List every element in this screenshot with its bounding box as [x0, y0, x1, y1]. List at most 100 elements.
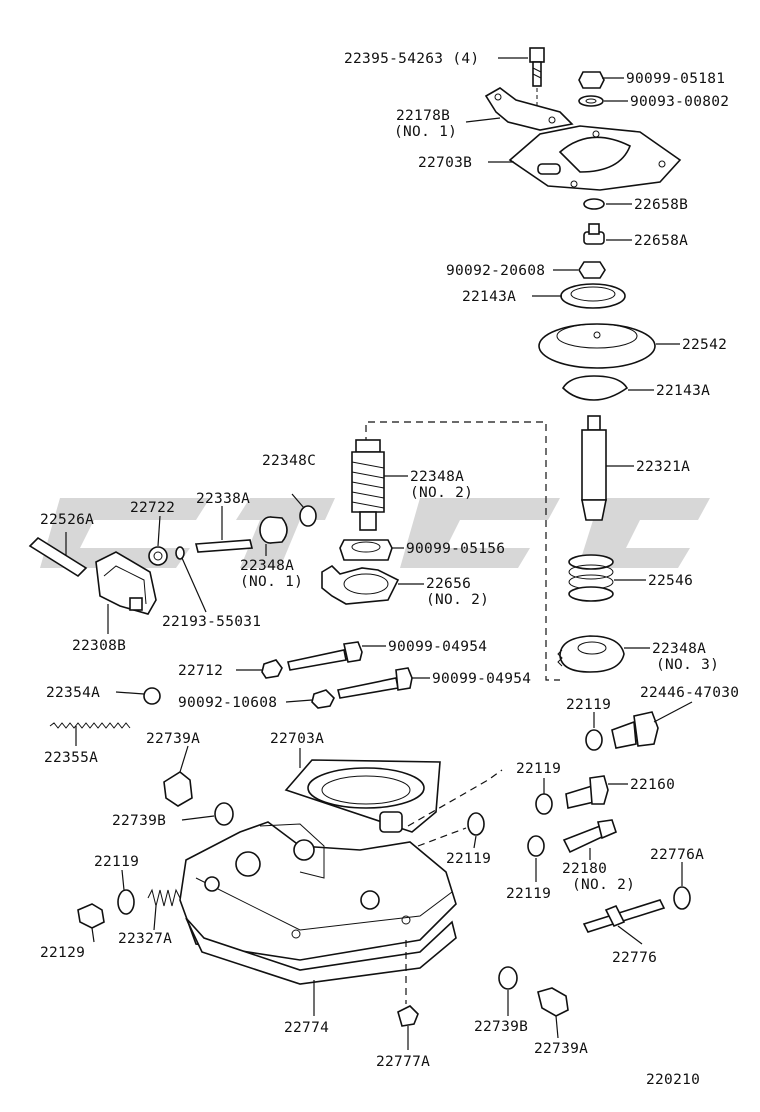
part-label: 90099-05181: [626, 71, 725, 87]
part-label: 22119: [506, 886, 551, 902]
part-label: 22776: [612, 950, 657, 966]
bushing-22348a-no1: [259, 516, 288, 544]
plug-22129: [77, 903, 105, 929]
part-label: 22777A: [376, 1054, 430, 1070]
gasket-22774: [185, 917, 457, 985]
part-label: (NO. 2): [426, 592, 489, 608]
spring-22327a: [147, 888, 181, 907]
part-label: 22542: [682, 337, 727, 353]
ring-22193: [175, 546, 185, 560]
washer-22119-e: [117, 889, 135, 915]
bolt-90099-04954-lower: [337, 667, 413, 699]
part-label: 22703B: [418, 155, 472, 171]
washer-22119-b: [535, 793, 553, 815]
washer-22348c: [299, 505, 317, 527]
part-drawings: [28, 47, 691, 1027]
gear-22348a-no3: [557, 635, 625, 673]
fitting-22446-47030: [611, 711, 659, 749]
rod-22526a: [28, 536, 88, 578]
clamp-22656: [321, 564, 400, 605]
part-label: 22658B: [634, 197, 688, 213]
part-label: 22712: [178, 663, 223, 679]
part-label: 22348A: [410, 469, 464, 485]
retainer-22143a-upper: [560, 283, 626, 309]
part-labels: 22395-54263 (4) 90099-05181 90093-00802 …: [40, 51, 739, 1088]
part-label: 22119: [446, 851, 491, 867]
screw-22776: [582, 899, 666, 933]
part-label: (NO. 3): [656, 657, 719, 673]
part-label: 22119: [566, 697, 611, 713]
part-label: 22395-54263 (4): [344, 51, 479, 67]
part-label: 22546: [648, 573, 693, 589]
part-label: 22143A: [656, 383, 710, 399]
part-label: 22703A: [270, 731, 324, 747]
cover-22703b: [508, 125, 682, 191]
leader-lines: [65, 57, 693, 1050]
bolt-90099-04954-upper: [287, 641, 363, 671]
nut-90092-10608: [311, 689, 335, 709]
spring-22355a: [49, 722, 131, 729]
part-label: 22658A: [634, 233, 688, 249]
part-label: 90099-04954: [432, 671, 531, 687]
part-label: 22348A: [652, 641, 706, 657]
part-label: 22739A: [146, 731, 200, 747]
plug-22739a-left: [163, 771, 193, 807]
part-label: 22129: [40, 945, 85, 961]
cap-22354a: [143, 687, 161, 705]
part-label: 22143A: [462, 289, 516, 305]
part-label: 22355A: [44, 750, 98, 766]
part-label: 22178B: [396, 108, 450, 124]
washer-22119-a: [585, 729, 603, 751]
nut-90099-05156: [339, 539, 393, 561]
part-label: 22160: [630, 777, 675, 793]
fitting-22160: [565, 775, 609, 809]
pin-22338a: [194, 539, 254, 553]
spring-22722: [148, 546, 168, 566]
part-label: 22327A: [118, 931, 172, 947]
washer-22739b-left: [214, 802, 234, 826]
part-label: 22739B: [474, 1019, 528, 1035]
part-label: 22526A: [40, 512, 94, 528]
washer-22776a: [673, 886, 691, 910]
part-label: (NO. 2): [410, 485, 473, 501]
diaphragm-22542: [538, 323, 656, 369]
part-label: 22722: [130, 500, 175, 516]
part-label: 90092-20608: [446, 263, 545, 279]
part-label: 22180: [562, 861, 607, 877]
jet-22180: [562, 819, 617, 854]
part-label: 22446-47030: [640, 685, 739, 701]
part-label: 90099-04954: [388, 639, 487, 655]
part-label: (NO. 2): [572, 877, 635, 893]
worm-22348a-no2: [351, 439, 385, 531]
bracket-22178b: [484, 87, 574, 131]
o-ring-22658b: [583, 198, 605, 210]
part-label: 22348A: [240, 558, 294, 574]
part-label: 90093-00802: [630, 94, 729, 110]
part-label: 22193-55031: [162, 614, 261, 630]
part-label: 22348C: [262, 453, 316, 469]
washer-22119-c: [467, 812, 485, 836]
nut-22712: [261, 659, 283, 679]
part-label: (NO. 1): [240, 574, 303, 590]
washer-22739b-bottom: [498, 966, 518, 990]
nut-90092-20608: [578, 261, 606, 279]
valve-22658a: [583, 223, 605, 245]
carburetor-body-22703a: [179, 759, 457, 961]
nut-90099-05181: [578, 71, 605, 107]
bracket-22308b: [95, 551, 157, 615]
part-label: 22119: [94, 854, 139, 870]
diagram-code: 220210: [646, 1072, 700, 1088]
part-label: 22656: [426, 576, 471, 592]
nipple-22777a: [397, 1005, 419, 1027]
part-label: 22119: [516, 761, 561, 777]
plug-22739a-bottom: [537, 987, 569, 1017]
part-label: 90092-10608: [178, 695, 277, 711]
part-label: 22739A: [534, 1041, 588, 1057]
part-label: 22776A: [650, 847, 704, 863]
part-label: 22739B: [112, 813, 166, 829]
retainer-22143a-lower: [561, 375, 629, 401]
part-label: (NO. 1): [394, 124, 457, 140]
part-label: 22354A: [46, 685, 100, 701]
part-label: 22308B: [72, 638, 126, 654]
